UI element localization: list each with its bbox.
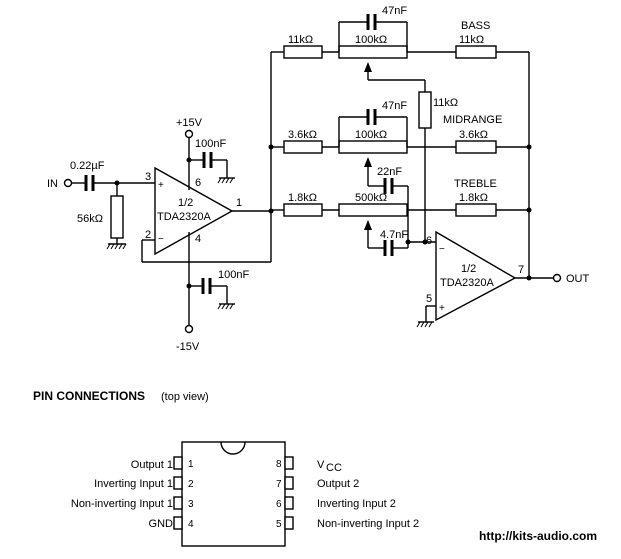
bass-pot-label: 100kΩ [355, 34, 387, 46]
bass-row: 11kΩ 100kΩ 11kΩ BASS 47nF 11kΩ [271, 5, 529, 242]
pin-8-num: 8 [276, 459, 282, 470]
pin-connections-subtitle: (top view) [161, 391, 209, 403]
input-capacitor-label: 0.22µF [70, 160, 105, 172]
midrange-wiper-capacitor-label: 22nF [377, 166, 402, 178]
bass-resistor-left [283, 45, 323, 59]
bass-potentiometer [338, 45, 408, 59]
treble-label: TREBLE [454, 178, 497, 190]
footer-url: http://kits-audio.com [479, 529, 597, 543]
supply-pos-terminal [184, 129, 194, 139]
pin-6-num: 6 [276, 499, 282, 510]
opamp-2-part: TDA2320A [440, 277, 494, 289]
midrange-capacitor-label: 47nF [382, 100, 407, 112]
bass-capacitor-label: 47nF [382, 5, 407, 17]
pin-2-name: Inverting Input 1 [94, 478, 173, 490]
right-pin-8: 8 V CC [276, 456, 342, 474]
ic-notch [220, 441, 246, 455]
midrange-potentiometer [338, 140, 408, 154]
opamp-1-pin3: 3 [145, 171, 151, 183]
pin-1-name: Output 1 [131, 459, 173, 471]
pin-3-name: Non-inverting Input 1 [71, 498, 173, 510]
bass-resistor-right-label: 11kΩ [459, 34, 484, 46]
treble-potentiometer [338, 203, 408, 217]
left-pin-2: Inverting Input 1 2 [94, 476, 194, 490]
supply-pos-label: +15V [176, 117, 203, 129]
supply-neg-cap-label: 100nF [218, 269, 249, 281]
midrange-resistor-left-label: 3.6kΩ [288, 129, 317, 141]
pin-connections-title: PIN CONNECTIONS [33, 389, 145, 403]
opamp-2: − + 1/2 TDA2320A 6 5 7 OUT [416, 230, 590, 328]
pin-5-name: Non-inverting Input 2 [317, 518, 419, 530]
midrange-label: MIDRANGE [443, 114, 502, 126]
pin-7-num: 7 [276, 479, 282, 490]
bass-wiper-resistor [418, 91, 432, 129]
input-resistor-label: 56kΩ [77, 213, 103, 225]
pin-4-num: 4 [188, 519, 194, 530]
bass-resistor-left-label: 11kΩ [288, 34, 313, 46]
pin-2-num: 2 [188, 479, 194, 490]
left-pin-3: Non-inverting Input 1 3 [71, 496, 194, 510]
midrange-pot-label: 100kΩ [355, 129, 387, 141]
output-label: OUT [566, 273, 590, 285]
input-stage: IN 0.22µF 56kΩ [47, 160, 155, 250]
tone-network: 11kΩ 100kΩ 11kΩ BASS 47nF 11kΩ [268, 5, 532, 278]
midrange-resistor-left [283, 140, 323, 154]
svg-text:+: + [158, 180, 164, 191]
output-terminal [552, 273, 562, 283]
pin-4-name: GND [149, 518, 174, 530]
opamp-1-pin6: 6 [195, 177, 201, 189]
svg-text:+: + [439, 303, 445, 314]
right-pin-5: 5 Non-inverting Input 2 [276, 516, 419, 530]
ic-package [181, 441, 286, 547]
pin-5-num: 5 [276, 519, 282, 530]
svg-text:−: − [439, 244, 445, 255]
right-pin-6: 6 Inverting Input 2 [276, 496, 396, 510]
supply-neg-label: -15V [176, 341, 200, 353]
opamp-1-fraction: 1/2 [178, 197, 193, 209]
opamp-2-fraction: 1/2 [461, 263, 476, 275]
bass-wiper-resistor-label: 11kΩ [433, 97, 458, 109]
opamp-1-pin4: 4 [195, 233, 201, 245]
supply-neg-terminal [184, 324, 194, 334]
pin-1-num: 1 [188, 459, 194, 470]
pin-8-sub: CC [326, 462, 342, 474]
midrange-resistor-right-label: 3.6kΩ [459, 129, 488, 141]
midrange-row: 3.6kΩ 100kΩ 3.6kΩ MIDRANGE 47nF [271, 100, 529, 242]
left-pin-1: Output 1 1 [131, 456, 194, 471]
treble-resistor-right-label: 1.8kΩ [459, 192, 488, 204]
pin-6-name: Inverting Input 2 [317, 498, 396, 510]
left-pin-4: GND 4 [149, 516, 194, 530]
svg-text:−: − [158, 234, 164, 245]
opamp-2-pin7: 7 [518, 264, 524, 276]
treble-resistor-left-label: 1.8kΩ [288, 192, 317, 204]
opamp-2-pin6: 6 [426, 235, 432, 247]
midrange-resistor-right [455, 140, 497, 154]
right-pin-7: 7 Output 2 [276, 476, 359, 490]
input-resistor [110, 195, 124, 239]
treble-resistor-left [283, 203, 323, 217]
supply-rails: +15V 100nF 100nF -15V [176, 117, 249, 353]
treble-wiper-capacitor-label: 4.7nF [380, 229, 408, 241]
pin-3-num: 3 [188, 499, 194, 510]
bass-resistor-right [455, 45, 497, 59]
opamp-1-pin2: 2 [145, 229, 151, 241]
opamp-2-pin5: 5 [426, 293, 432, 305]
pin-7-name: Output 2 [317, 478, 359, 490]
opamp-1: + − 1/2 TDA2320A 3 2 1 6 4 [141, 166, 274, 263]
opamp-1-pin1: 1 [236, 197, 242, 209]
input-terminal [63, 178, 73, 188]
treble-row: 1.8kΩ 500kΩ 1.8kΩ TREBLE 4.7nF [271, 178, 529, 256]
input-label: IN [47, 178, 58, 190]
supply-pos-cap-label: 100nF [195, 138, 226, 150]
opamp-1-part: TDA2320A [157, 211, 211, 223]
pin-8-name: V [317, 459, 325, 471]
bass-label: BASS [461, 20, 490, 32]
treble-pot-label: 500kΩ [355, 192, 387, 204]
pin-connections: PIN CONNECTIONS (top view) Output 1 1 In… [33, 389, 419, 547]
treble-resistor-right [455, 203, 497, 217]
